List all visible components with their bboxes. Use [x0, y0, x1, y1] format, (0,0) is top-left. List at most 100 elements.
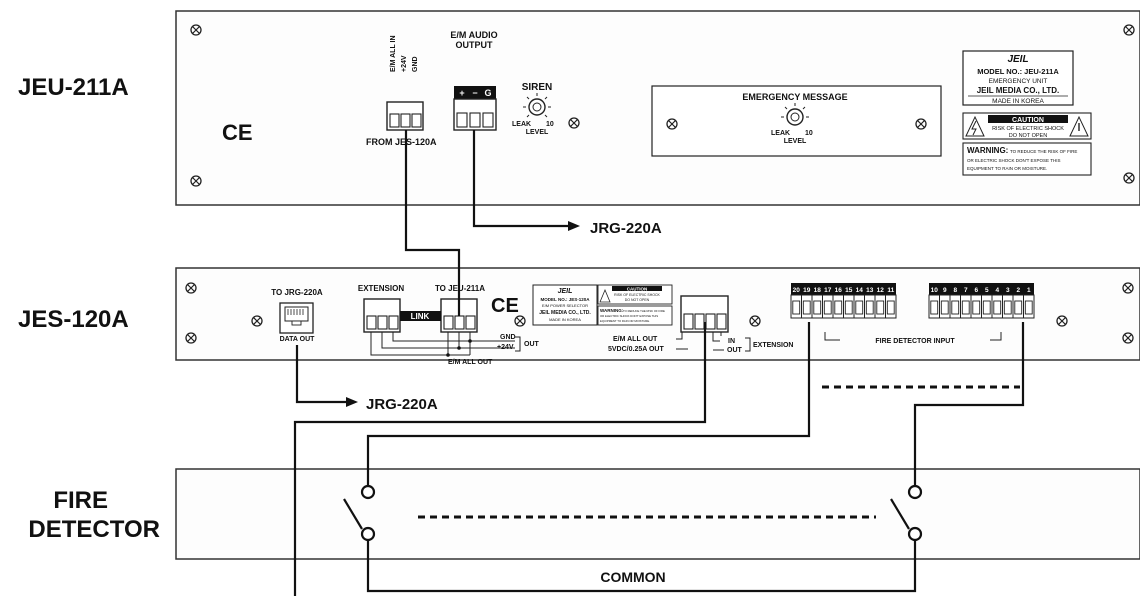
audio-output-title: E/M AUDIO: [450, 30, 497, 40]
screw-icon: [190, 175, 202, 187]
terminal-screw: [855, 300, 864, 315]
jes-caution-line2: DO NOT OPEN: [625, 298, 650, 302]
message-level-label: LEVEL: [784, 138, 807, 145]
emergency-message-label: EMERGENCY MESSAGE: [742, 92, 847, 102]
jeu-caution-line1: RISK OF ELECTRIC SHOCK: [992, 126, 1064, 132]
terminal-screw: [876, 300, 885, 315]
extension-2-label: EXTENSION: [753, 342, 793, 349]
terminal-number-cell: [939, 283, 950, 295]
siren-leak-label: LEAK: [512, 121, 531, 128]
vdc-label: 5VDC/0.25A OUT: [608, 346, 664, 353]
v24-label: +24V: [497, 344, 514, 351]
rj45-port-icon: [279, 302, 314, 334]
terminal-number: 8: [953, 287, 957, 294]
jeu-company-text: JEIL MEDIA CO., LTD.: [977, 86, 1060, 95]
terminal-number: 4: [995, 287, 999, 294]
terminal-number: 20: [793, 287, 801, 294]
terminal-number: 18: [814, 287, 822, 294]
terminal-screw: [940, 300, 949, 315]
audio-sign-minus: −: [472, 88, 477, 98]
siren-level-label: LEVEL: [526, 129, 549, 136]
terminal-screw: [813, 300, 822, 315]
terminal-screw: [961, 300, 970, 315]
terminal-number: 3: [1006, 287, 1010, 294]
terminal-number: 11: [887, 287, 894, 294]
terminal-number-cell: [929, 283, 940, 295]
terminal-number-cell: [833, 283, 844, 295]
terminal-number-cell: [801, 283, 812, 295]
terminal-screw: [792, 300, 801, 315]
message-leak-label: LEAK: [771, 130, 790, 137]
jeu-input-terminal-block: [386, 101, 424, 131]
screw-icon: [1122, 332, 1134, 344]
screw-icon: [1123, 24, 1135, 36]
terminal-number-cell: [1013, 283, 1024, 295]
terminal-number-cell: [960, 283, 971, 295]
jeu-warning-line1: TO REDUCE THE RISK OF FIRE: [1010, 149, 1077, 154]
extension-label: EXTENSION: [358, 284, 404, 293]
to-jeu-label: TO JEU-211A: [435, 284, 485, 293]
jes-caution-title: CAUTION: [627, 287, 648, 292]
terminal-number: 17: [824, 287, 832, 294]
jes-warning-box: [597, 305, 673, 326]
jeu-caution-box: [962, 112, 1092, 140]
detector-switch-right: [890, 484, 923, 557]
screw-icon: [749, 315, 761, 327]
arrow-right-icon: [346, 397, 358, 407]
jes-company-text: JEIL MEDIA CO., LTD.: [539, 310, 591, 316]
jes-warning-line2: OR ELECTRIC SHOCK DON'T EXPOSE THIS: [600, 314, 658, 318]
terminal-screw: [802, 300, 811, 315]
jes-made-text: MADE IN KOREA: [549, 317, 581, 322]
unit-label-jeu: JEU-211A: [18, 74, 129, 101]
jeu-made-text: MADE IN KOREA: [992, 98, 1044, 105]
jes-model-text: MODEL NO.: JES-120A: [541, 297, 591, 302]
terminal-number-cell: [1023, 283, 1034, 295]
terminal-screw: [930, 300, 939, 315]
screw-icon: [185, 332, 197, 344]
audio-output-wire: [472, 130, 568, 228]
gnd-label: GND: [500, 334, 516, 341]
jes-warning-line1: TO REDUCE THE RISK OF FIRE: [623, 309, 665, 313]
common-label: COMMON: [600, 569, 665, 585]
from-jes-label: FROM JES-120A: [366, 137, 437, 147]
terminal-screw: [1024, 300, 1033, 315]
terminal-screw: [951, 300, 960, 315]
terminal-screw: [982, 300, 991, 315]
link-label: LINK: [411, 312, 430, 321]
terminal-number: 12: [877, 287, 885, 294]
terminal-label-24v: +24V: [401, 55, 408, 72]
jeil-logo: JEIL: [1007, 54, 1028, 65]
terminal-number-cell: [950, 283, 961, 295]
jes-caution-box: [597, 284, 673, 305]
terminal-number-cell: [812, 283, 823, 295]
terminal-number: 16: [835, 287, 843, 294]
link-bar: [400, 311, 441, 321]
terminal-label-gnd: GND: [412, 56, 419, 72]
detector-wiring: [293, 322, 1025, 596]
to-jrg-label: TO JRG-220A: [271, 288, 323, 297]
em-all-out-label: E/M ALL OUT: [448, 359, 493, 366]
panel-fire-detector: [175, 468, 1140, 560]
jes-caution-line1: RISK OF ELECTRIC SHOCK: [614, 293, 660, 297]
out-2-label: OUT: [727, 347, 743, 354]
jeil-logo: JEIL: [558, 288, 573, 295]
audio-output-terminal-block: [453, 86, 497, 131]
ce-mark-jeu: CE: [222, 120, 253, 145]
screw-icon: [1122, 282, 1134, 294]
terminal-number: 5: [985, 287, 989, 294]
terminal-screw: [886, 300, 895, 315]
terminal-number-cell: [1002, 283, 1013, 295]
jeu-warning-line3: EQUIPMENT TO RAIN OR MOISTURE.: [967, 166, 1047, 171]
terminal-screw: [1003, 300, 1012, 315]
data-destination-label: JRG-220A: [366, 396, 438, 413]
terminal-screw: [823, 300, 832, 315]
out-label: OUT: [524, 341, 540, 348]
terminal-screw: [844, 300, 853, 315]
siren-level-knob: [523, 93, 551, 118]
detector-label-line2: DETECTOR: [28, 516, 160, 543]
unit-label-jes: JES-120A: [18, 306, 129, 333]
terminal-number: 2: [1016, 287, 1020, 294]
terminal-screw: [834, 300, 843, 315]
